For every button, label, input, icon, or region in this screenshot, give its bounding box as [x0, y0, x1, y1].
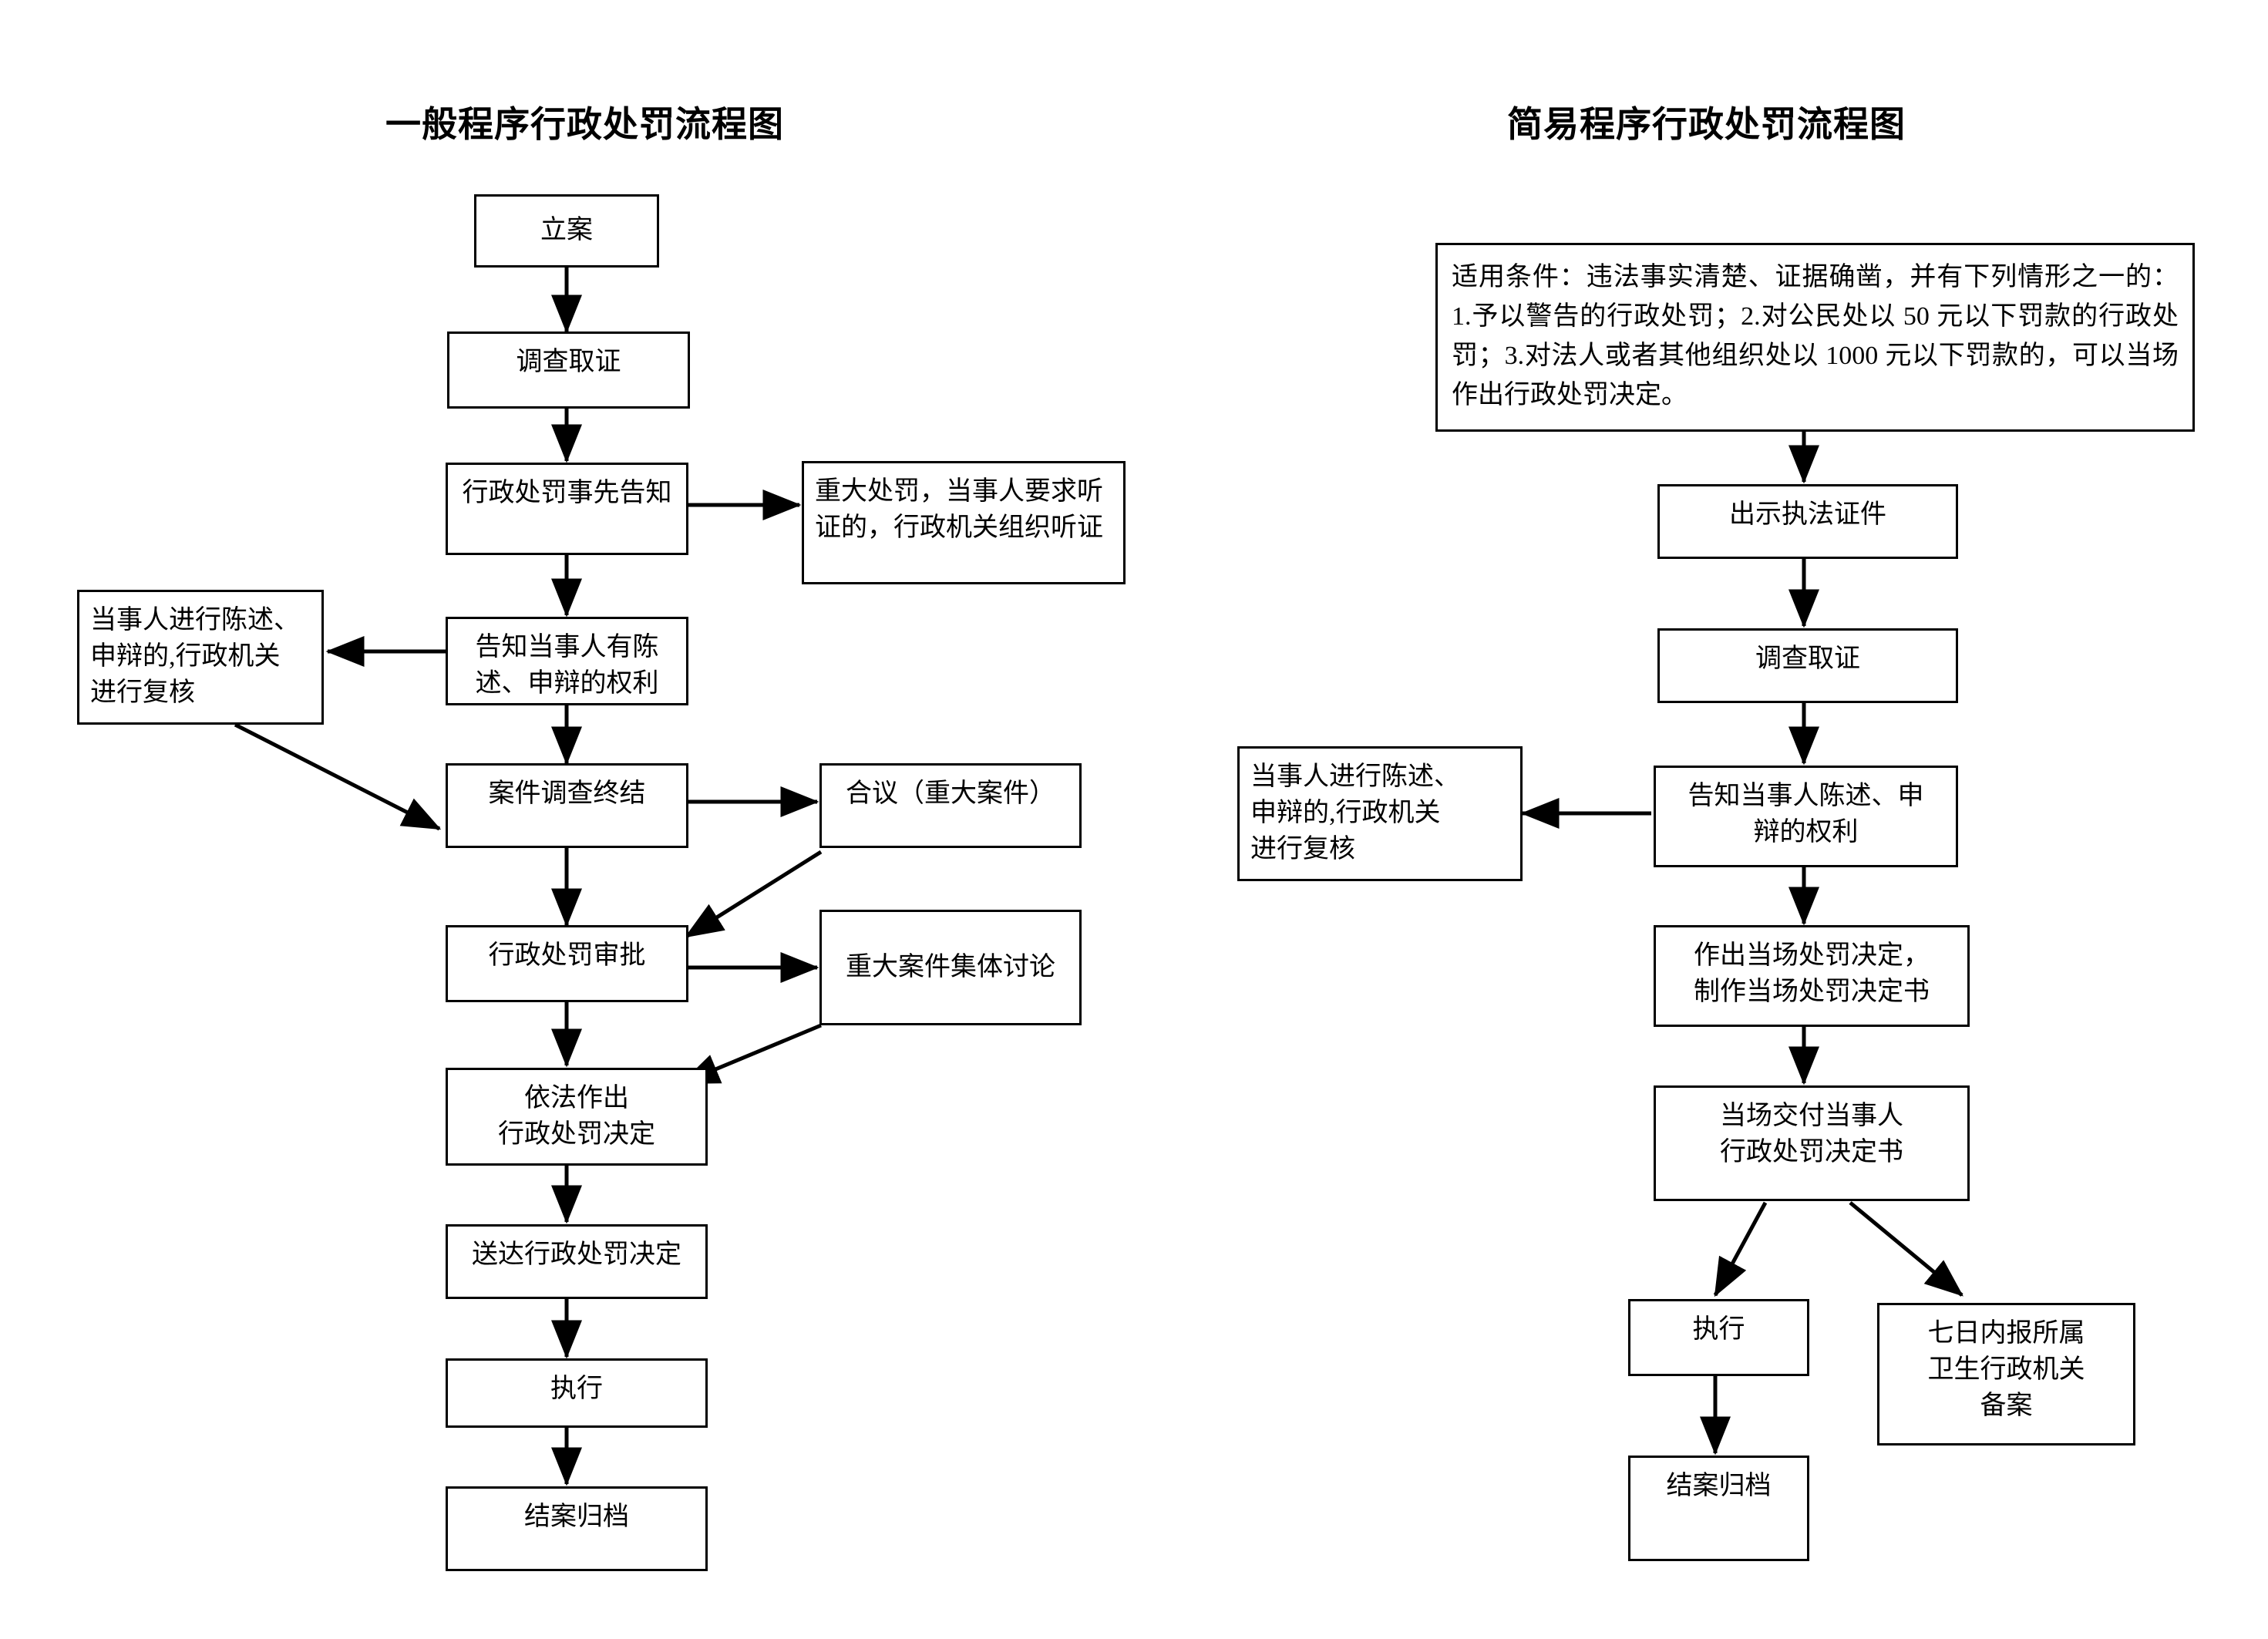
node-shixian-gaozhi[interactable]: 行政处罚事先告知	[446, 463, 688, 555]
arrow-jiaofu-to-zhixing2	[1713, 1201, 1768, 1297]
node-dangshiren-fuhe-label: 当事人进行陈述、 申辩的,行政机关 进行复核	[90, 606, 300, 707]
node-zuochu-juedingshu-label: 作出当场处罚决定， 制作当场处罚决定书	[1694, 941, 1930, 1006]
node-zhixing-2[interactable]: 执行	[1628, 1299, 1809, 1376]
node-jiaofu-juedingshu-label: 当场交付当事人 行政处罚决定书	[1720, 1102, 1903, 1166]
node-jiean-guidang[interactable]: 结案归档	[446, 1486, 708, 1571]
node-dangshiren-fuhe-2[interactable]: 当事人进行陈述、 申辩的,行政机关 进行复核	[1237, 746, 1523, 881]
node-zhixing[interactable]: 执行	[446, 1358, 708, 1428]
node-zuochu-juedingshu[interactable]: 作出当场处罚决定， 制作当场处罚决定书	[1654, 925, 1970, 1027]
node-gaozhi-quanli-2-label: 告知当事人陈述、申 辩的权利	[1688, 782, 1924, 846]
node-diaocha-quzheng[interactable]: 调查取证	[447, 332, 690, 409]
node-tingzheng-label: 重大处罚，当事人要求听 证的，行政机关组织听证	[815, 477, 1103, 542]
left-flow-title: 一般程序行政处罚流程图	[385, 104, 784, 144]
node-songda[interactable]: 送达行政处罚决定	[446, 1224, 708, 1299]
node-dangshiren-fuhe[interactable]: 当事人进行陈述、 申辩的,行政机关 进行复核	[77, 590, 324, 725]
node-anjian-zhongjie[interactable]: 案件调查终结	[446, 763, 688, 848]
node-dangshiren-fuhe-2-label: 当事人进行陈述、 申辩的,行政机关 进行复核	[1250, 762, 1460, 863]
node-beian[interactable]: 七日内报所属 卫生行政机关 备案	[1877, 1303, 2135, 1445]
node-chushi-zhengjian[interactable]: 出示执法证件	[1657, 484, 1958, 559]
node-liuan[interactable]: 立案	[474, 194, 659, 268]
node-yifa-zuochu[interactable]: 依法作出 行政处罚决定	[446, 1068, 708, 1166]
node-shenpi[interactable]: 行政处罚审批	[446, 925, 688, 1002]
node-diaocha-quzheng-2-label: 调查取证	[1755, 644, 1860, 673]
node-jiaofu-juedingshu[interactable]: 当场交付当事人 行政处罚决定书	[1654, 1085, 1970, 1201]
node-jiti-taolun[interactable]: 重大案件集体讨论	[819, 910, 1082, 1025]
node-chushi-zhengjian-label: 出示执法证件	[1729, 500, 1886, 529]
node-shixian-gaozhi-label: 行政处罚事先告知	[462, 479, 672, 507]
node-jiti-taolun-label: 重大案件集体讨论	[846, 952, 1055, 981]
node-gaozhi-quanli-label: 告知当事人有陈 述、申辩的权利	[475, 633, 659, 698]
node-liuan-label: 立案	[540, 216, 593, 245]
node-jiean-guidang-label: 结案归档	[524, 1503, 629, 1531]
node-zhixing-2-label: 执行	[1692, 1315, 1745, 1344]
node-anjian-zhongjie-label: 案件调查终结	[488, 779, 646, 808]
node-diaocha-quzheng-2[interactable]: 调查取证	[1657, 628, 1958, 703]
node-yifa-zuochu-label: 依法作出 行政处罚决定	[498, 1084, 655, 1149]
node-gaozhi-quanli-2[interactable]: 告知当事人陈述、申 辩的权利	[1654, 766, 1958, 867]
node-jiean-guidang-2-label: 结案归档	[1666, 1472, 1772, 1500]
node-zhixing-label: 执行	[550, 1375, 603, 1403]
arrow-heyi-to-shenpi	[684, 850, 823, 939]
node-heyi-label: 合议（重大案件）	[846, 779, 1055, 808]
right-flow-title: 简易程序行政处罚流程图	[1507, 104, 1906, 144]
node-jiean-guidang-2[interactable]: 结案归档	[1628, 1456, 1809, 1561]
node-shenpi-label: 行政处罚审批	[488, 941, 646, 970]
node-diaocha-quzheng-label: 调查取证	[516, 348, 621, 376]
node-gaozhi-quanli[interactable]: 告知当事人有陈 述、申辩的权利	[446, 617, 688, 705]
condition-note: 适用条件：违法事实清楚、证据确凿，并有下列情形之一的：1.予以警告的行政处罚；2…	[1435, 243, 2195, 432]
node-heyi[interactable]: 合议（重大案件）	[819, 763, 1082, 848]
node-songda-label: 送达行政处罚决定	[472, 1240, 681, 1269]
node-beian-label: 七日内报所属 卫生行政机关 备案	[1927, 1319, 2085, 1420]
arrow-jiaofu-to-beian	[1849, 1201, 1963, 1297]
node-tingzheng[interactable]: 重大处罚，当事人要求听 证的，行政机关组织听证	[802, 461, 1126, 584]
arrow-fuhe-to-zhongjie	[234, 722, 442, 831]
